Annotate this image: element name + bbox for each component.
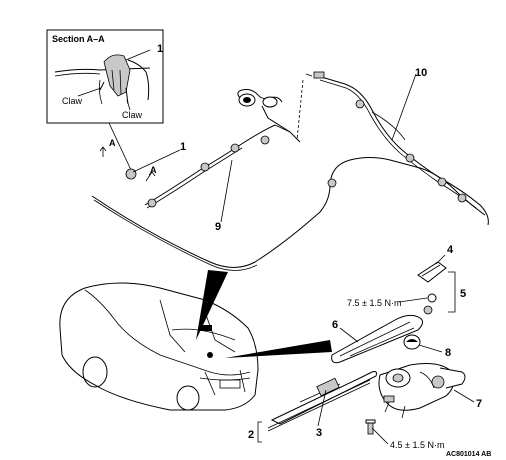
torque-bolt: 4.5 ± 1.5 N·m: [390, 440, 444, 450]
view-arrow-lower: [145, 171, 156, 182]
vehicle-outline: [59, 282, 259, 411]
hose-coil: [237, 89, 283, 103]
cap-and-nut: 4 7.5 ± 1.5 N·m 5: [347, 244, 466, 315]
view-marker-a-lower: A: [150, 165, 157, 175]
callout-3: 3: [316, 427, 322, 439]
clip-body: [103, 54, 131, 97]
callout-4: 4: [447, 244, 454, 256]
grommet-8: 8: [403, 334, 451, 359]
washer-hose-9: 1 9 A A: [91, 89, 486, 271]
callout-6: 6: [332, 319, 338, 331]
callout-7: 7: [476, 398, 482, 410]
bolt: 4.5 ± 1.5 N·m: [365, 419, 444, 450]
car-wheel-rear: [176, 385, 200, 411]
section-inset: Section A–A 1 Claw Claw: [46, 29, 164, 124]
view-marker-a-upper: A: [109, 138, 116, 148]
car-wheel-front: [82, 356, 108, 388]
section-hose: [54, 67, 151, 73]
nut-shape: [427, 293, 437, 303]
claw-right-label: Claw: [122, 110, 143, 120]
pointer-wedge-upper: [196, 270, 228, 340]
view-arrow-upper: [99, 146, 107, 157]
callout-10: 10: [415, 67, 427, 79]
torque-nut: 7.5 ± 1.5 N·m: [347, 298, 401, 308]
wiper-motor-7: 7: [378, 363, 482, 419]
callout-9: 9: [215, 221, 221, 233]
washer-hose-10: 10: [296, 67, 489, 226]
callout-5: 5: [460, 288, 466, 300]
section-title: Section A–A: [52, 34, 105, 44]
cap-4-shape: [417, 261, 447, 283]
wiper-blade-3: 2 3: [248, 371, 377, 443]
washer-shape: [423, 305, 433, 315]
claw-left-label: Claw: [62, 96, 83, 106]
car-body: [59, 282, 259, 411]
hose-upper: [144, 124, 276, 206]
pointer-wedge-lower: [225, 340, 332, 358]
callout-8: 8: [445, 347, 451, 359]
callout-2: 2: [248, 429, 254, 441]
wiper-arm-6: 6: [331, 314, 424, 364]
section-inset-frame: [46, 29, 164, 124]
claw-left-shape: [99, 81, 105, 91]
hose-10-a: [317, 75, 489, 226]
wiper-refill-shape: [267, 379, 371, 429]
callout-1-hose: 1: [180, 141, 186, 153]
hose-clip-1: [125, 168, 137, 180]
figure-code: AC801014 AB: [446, 451, 491, 458]
callout-1-inset: 1: [157, 43, 163, 55]
